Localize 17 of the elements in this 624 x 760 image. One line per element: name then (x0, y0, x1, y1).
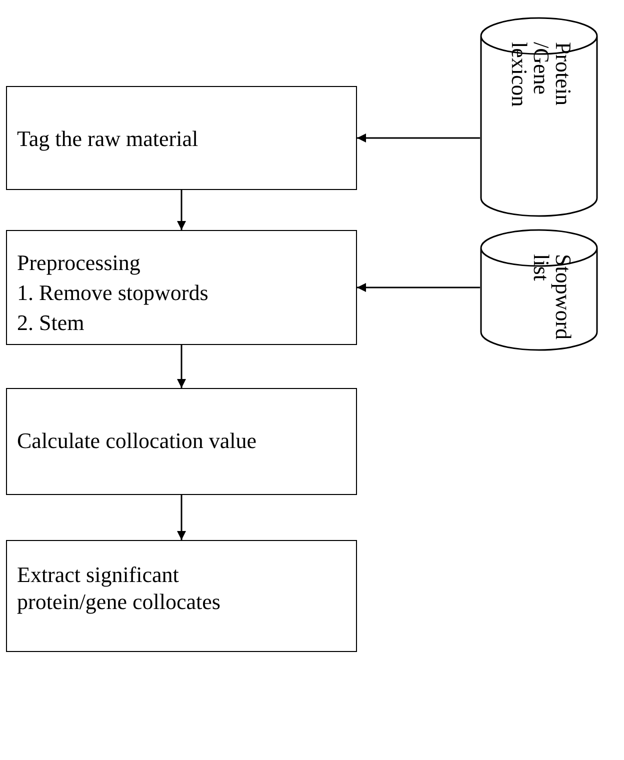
arrow (177, 495, 186, 540)
arrow (177, 190, 186, 230)
step-label: Calculate collocation value (17, 427, 258, 454)
step-label: Tag the raw material (17, 125, 200, 152)
list-item: 1. Remove stopwords (17, 279, 210, 306)
process-box (6, 86, 357, 190)
arrow (177, 345, 186, 388)
database-label: Protein /Gene lexicon (508, 42, 574, 109)
arrow (357, 283, 480, 292)
process-box (6, 230, 357, 345)
process-box (6, 388, 357, 495)
process-box (6, 540, 357, 652)
step-label: Extract significant protein/gene collocates (17, 561, 222, 615)
step-label: Preprocessing (17, 249, 142, 276)
arrow (357, 134, 480, 142)
list-item: 2. Stem (17, 309, 86, 336)
database-label: Stopword list (530, 254, 574, 342)
